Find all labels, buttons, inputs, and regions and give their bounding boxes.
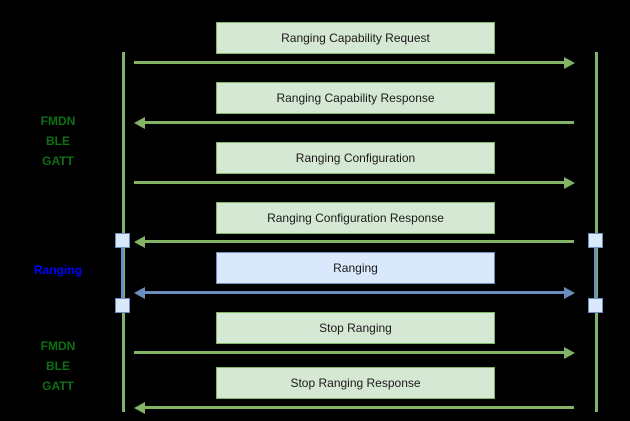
msg-ranging-configuration-arrow-line xyxy=(134,181,565,184)
msg-ranging-capability-response-box: Ranging Capability Response xyxy=(216,82,495,114)
msg-stop-ranging-label: Stop Ranging xyxy=(319,321,392,335)
msg-ranging-arrow-line xyxy=(143,291,565,294)
msg-ranging-configuration-label: Ranging Configuration xyxy=(295,151,416,165)
msg-stop-ranging-arrowhead-right-icon xyxy=(564,347,575,359)
msg-ranging-configuration-response-arrowhead-left-icon xyxy=(134,236,145,248)
phase-label-ranging: Ranging xyxy=(34,263,82,277)
phase-label-fmdn-ble-gatt-bottom: FMDN BLE GATT xyxy=(40,339,76,393)
msg-ranging-configuration-response-box: Ranging Configuration Response xyxy=(216,202,495,234)
msg-ranging-capability-request-box: Ranging Capability Request xyxy=(216,22,495,54)
activation-right-bar xyxy=(594,240,597,305)
right-lifeline xyxy=(595,52,598,412)
activation-left-node-end xyxy=(115,298,130,313)
msg-stop-ranging-response-label: Stop Ranging Response xyxy=(290,376,421,390)
activation-right-node-start xyxy=(588,233,603,248)
msg-ranging-configuration-response-label: Ranging Configuration Response xyxy=(267,211,444,225)
activation-left-node-start xyxy=(115,233,130,248)
msg-stop-ranging-response-box: Stop Ranging Response xyxy=(216,367,495,399)
msg-ranging-capability-request-arrowhead-right-icon xyxy=(564,57,575,69)
msg-stop-ranging-arrow-line xyxy=(134,351,565,354)
left-lifeline xyxy=(122,52,125,412)
msg-ranging-capability-response-arrowhead-left-icon xyxy=(134,117,145,129)
msg-stop-ranging-box: Stop Ranging xyxy=(216,312,495,344)
msg-ranging-configuration-box: Ranging Configuration xyxy=(216,142,495,174)
msg-ranging-capability-request-label: Ranging Capability Request xyxy=(281,31,430,45)
activation-right-node-end xyxy=(588,298,603,313)
msg-ranging-configuration-arrowhead-right-icon xyxy=(564,177,575,189)
msg-ranging-capability-response-arrow-line xyxy=(143,121,574,124)
msg-ranging-capability-request-arrow-line xyxy=(134,61,565,64)
phase-label-fmdn-ble-gatt-top: FMDN BLE GATT xyxy=(40,114,76,168)
msg-ranging-capability-response-label: Ranging Capability Response xyxy=(276,91,435,105)
msg-ranging-arrowhead-right-icon xyxy=(564,287,575,299)
msg-stop-ranging-response-arrowhead-left-icon xyxy=(134,402,145,414)
msg-ranging-label: Ranging xyxy=(333,261,378,275)
activation-left-bar xyxy=(121,240,124,305)
msg-ranging-arrowhead-left-icon xyxy=(134,287,145,299)
msg-ranging-configuration-response-arrow-line xyxy=(143,240,574,243)
msg-stop-ranging-response-arrow-line xyxy=(143,406,574,409)
msg-ranging-box: Ranging xyxy=(216,252,495,284)
